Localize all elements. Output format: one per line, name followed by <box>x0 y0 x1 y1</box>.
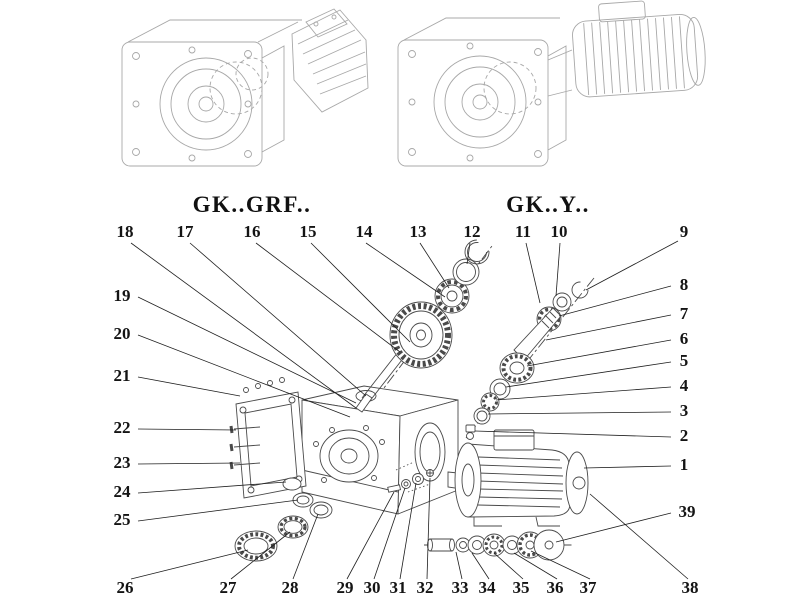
leader-line-31 <box>399 482 417 580</box>
part-number-19: 19 <box>114 286 131 305</box>
part-number-38: 38 <box>682 578 699 597</box>
motor-assembled-drawing <box>572 0 706 98</box>
pinion-shaft-assembly-drawing <box>465 281 589 440</box>
part-number-2: 2 <box>680 426 689 445</box>
vent-plug-drawing <box>465 424 476 440</box>
part-number-27: 27 <box>220 578 238 597</box>
part-number-10: 10 <box>551 222 568 241</box>
part-number-16: 16 <box>244 222 261 241</box>
leader-line-8 <box>558 285 672 317</box>
leader-line-20 <box>137 334 351 418</box>
exploded-assembly-drawing <box>229 239 589 562</box>
side-cover-plate-drawing <box>229 377 314 508</box>
leader-line-21 <box>137 376 241 397</box>
leader-line-4 <box>495 386 672 401</box>
part-number-14: 14 <box>356 222 374 241</box>
part-number-15: 15 <box>300 222 317 241</box>
part-number-29: 29 <box>337 578 354 597</box>
leader-line-14 <box>365 242 446 298</box>
part-number-39: 39 <box>679 502 696 521</box>
part-number-28: 28 <box>282 578 299 597</box>
leader-line-11 <box>525 242 541 304</box>
part-number-30: 30 <box>364 578 381 597</box>
part-number-11: 11 <box>515 222 531 241</box>
leader-line-17 <box>189 242 367 397</box>
part-number-37: 37 <box>580 578 598 597</box>
leader-line-27 <box>230 531 291 580</box>
part-number-8: 8 <box>680 275 689 294</box>
part-number-26: 26 <box>117 578 134 597</box>
leader-line-2 <box>474 430 672 438</box>
part-number-18: 18 <box>117 222 134 241</box>
part-number-34: 34 <box>479 578 497 597</box>
leader-line-12 <box>466 242 471 265</box>
leader-line-25 <box>137 499 299 522</box>
part-number-35: 35 <box>513 578 530 597</box>
leader-lines <box>130 240 689 580</box>
leader-line-23 <box>137 462 241 465</box>
input-bearing-stack-drawing <box>434 239 490 314</box>
big-gear-drawing <box>389 301 453 369</box>
part-number-13: 13 <box>410 222 427 241</box>
leader-line-16 <box>255 242 401 353</box>
motor-drawing <box>447 429 589 527</box>
leader-line-30 <box>373 487 406 580</box>
leader-line-7 <box>545 314 672 341</box>
leader-line-39 <box>555 512 672 543</box>
part-number-36: 36 <box>547 578 564 597</box>
part-number-12: 12 <box>464 222 481 241</box>
part-number-7: 7 <box>680 304 689 323</box>
leader-line-29 <box>346 491 395 580</box>
leader-line-33 <box>455 551 463 580</box>
part-number-33: 33 <box>452 578 469 597</box>
part-number-9: 9 <box>680 222 689 241</box>
leader-line-22 <box>137 428 237 431</box>
leader-line-34 <box>471 552 490 580</box>
leader-line-9 <box>585 240 679 291</box>
part-number-labels: 18 17 16 15 14 13 12 11 10 9 19 20 21 22… <box>114 222 699 597</box>
part-number-1: 1 <box>680 455 689 474</box>
leader-line-38 <box>589 493 689 580</box>
part-number-6: 6 <box>680 329 689 348</box>
part-number-24: 24 <box>114 482 132 501</box>
leader-line-19 <box>137 296 357 404</box>
leader-line-28 <box>292 513 319 580</box>
part-number-31: 31 <box>390 578 407 597</box>
leader-line-32 <box>426 477 431 580</box>
leader-line-36 <box>513 552 558 580</box>
leader-line-1 <box>583 465 672 469</box>
part-number-23: 23 <box>114 453 131 472</box>
variant-label-y: GK..Y.. <box>506 192 590 217</box>
part-number-21: 21 <box>114 366 131 385</box>
leader-line-26 <box>130 549 249 580</box>
leader-line-15 <box>310 242 411 343</box>
output-bearing-rings-drawing <box>234 501 333 562</box>
leader-line-6 <box>526 339 672 367</box>
leader-line-3 <box>487 411 672 415</box>
output-shaft-kit-drawing <box>427 529 565 561</box>
gearbox-y-drawing <box>397 0 706 167</box>
part-number-20: 20 <box>114 324 131 343</box>
leader-line-18 <box>130 242 357 409</box>
part-number-25: 25 <box>114 510 131 529</box>
leader-line-5 <box>505 361 672 388</box>
gearbox-grf-drawing <box>121 8 369 167</box>
leader-line-13 <box>419 242 450 289</box>
part-number-5: 5 <box>680 351 689 370</box>
leader-line-10 <box>555 242 561 297</box>
part-number-32: 32 <box>417 578 434 597</box>
leader-line-37 <box>530 550 591 580</box>
variant-label-grf: GK..GRF.. <box>193 192 312 217</box>
part-number-17: 17 <box>177 222 195 241</box>
gear-housing-drawing <box>301 385 459 515</box>
leader-line-35 <box>493 552 524 580</box>
part-number-3: 3 <box>680 401 689 420</box>
part-number-22: 22 <box>114 418 131 437</box>
fastener-cluster-drawing <box>387 461 434 493</box>
part-number-4: 4 <box>680 376 689 395</box>
leader-line-24 <box>137 481 287 494</box>
